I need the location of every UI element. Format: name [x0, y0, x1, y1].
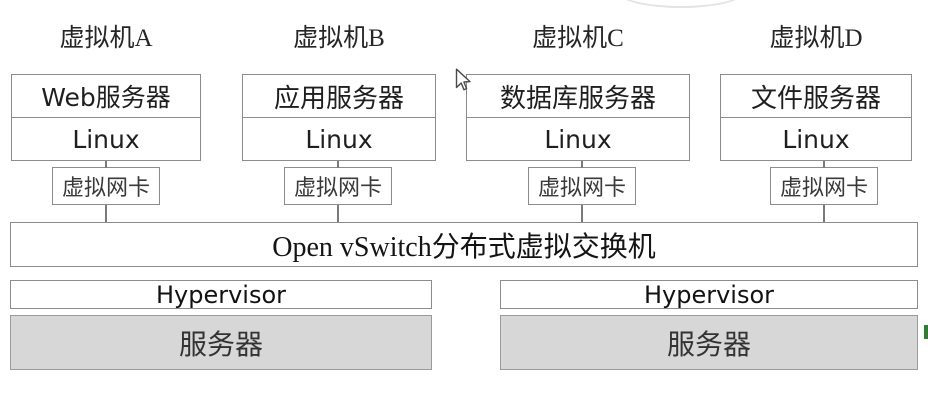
- vnic-label-c: 虚拟网卡: [537, 175, 626, 200]
- server-label-2: 服务器: [666, 329, 751, 361]
- vnic-box-d[interactable]: 虚拟网卡: [770, 167, 878, 205]
- vm-title-a: 虚拟机A: [59, 25, 153, 52]
- vnic-box-c[interactable]: 虚拟网卡: [528, 167, 636, 205]
- vm-os-d: Linux: [782, 124, 850, 154]
- vm-box-b[interactable]: 应用服务器 Linux: [242, 74, 436, 161]
- vnic-link-d-bottom: [823, 205, 825, 223]
- vnic-label-d: 虚拟网卡: [779, 175, 868, 200]
- vnic-link-b-top: [337, 161, 339, 168]
- vm-role-a: Web服务器: [12, 75, 200, 118]
- server-box-2[interactable]: 服务器: [500, 315, 918, 370]
- server-box-1[interactable]: 服务器: [10, 315, 432, 370]
- vm-title-d: 虚拟机D: [769, 25, 863, 52]
- hypervisor-label-1: Hypervisor: [155, 280, 287, 309]
- vm-role-d: 文件服务器: [721, 75, 911, 118]
- vm-box-a[interactable]: Web服务器 Linux: [11, 74, 201, 161]
- vnic-link-c-bottom: [581, 205, 583, 223]
- vnic-box-b[interactable]: 虚拟网卡: [284, 167, 392, 205]
- right-edge-artifact: [924, 325, 928, 339]
- hypervisor-box-2[interactable]: Hypervisor: [500, 280, 918, 309]
- vnic-box-a[interactable]: 虚拟网卡: [52, 167, 160, 205]
- vm-box-c[interactable]: 数据库服务器 Linux: [466, 74, 690, 161]
- vm-title-c: 虚拟机C: [532, 25, 624, 52]
- open-vswitch-label: Open vSwitch分布式虚拟交换机: [272, 231, 656, 263]
- vnic-label-b: 虚拟网卡: [293, 175, 382, 200]
- hypervisor-label-2: Hypervisor: [643, 280, 775, 309]
- hypervisor-box-1[interactable]: Hypervisor: [10, 280, 432, 309]
- top-arc-artifact: [618, 0, 744, 8]
- open-vswitch-bar[interactable]: Open vSwitch分布式虚拟交换机: [10, 222, 918, 267]
- vm-box-d[interactable]: 文件服务器 Linux: [720, 74, 912, 161]
- vnic-link-b-bottom: [337, 205, 339, 223]
- server-label-1: 服务器: [178, 329, 263, 361]
- vm-role-c: 数据库服务器: [467, 75, 689, 118]
- vm-os-b: Linux: [305, 124, 373, 154]
- vm-role-b: 应用服务器: [243, 75, 435, 118]
- vnic-link-c-top: [581, 161, 583, 168]
- vm-os-c: Linux: [544, 124, 612, 154]
- vm-os-a: Linux: [72, 124, 140, 154]
- vnic-link-d-top: [823, 161, 825, 168]
- vm-title-b: 虚拟机B: [293, 25, 385, 52]
- vnic-link-a-bottom: [105, 205, 107, 223]
- vnic-label-a: 虚拟网卡: [61, 175, 150, 200]
- vnic-link-a-top: [105, 161, 107, 168]
